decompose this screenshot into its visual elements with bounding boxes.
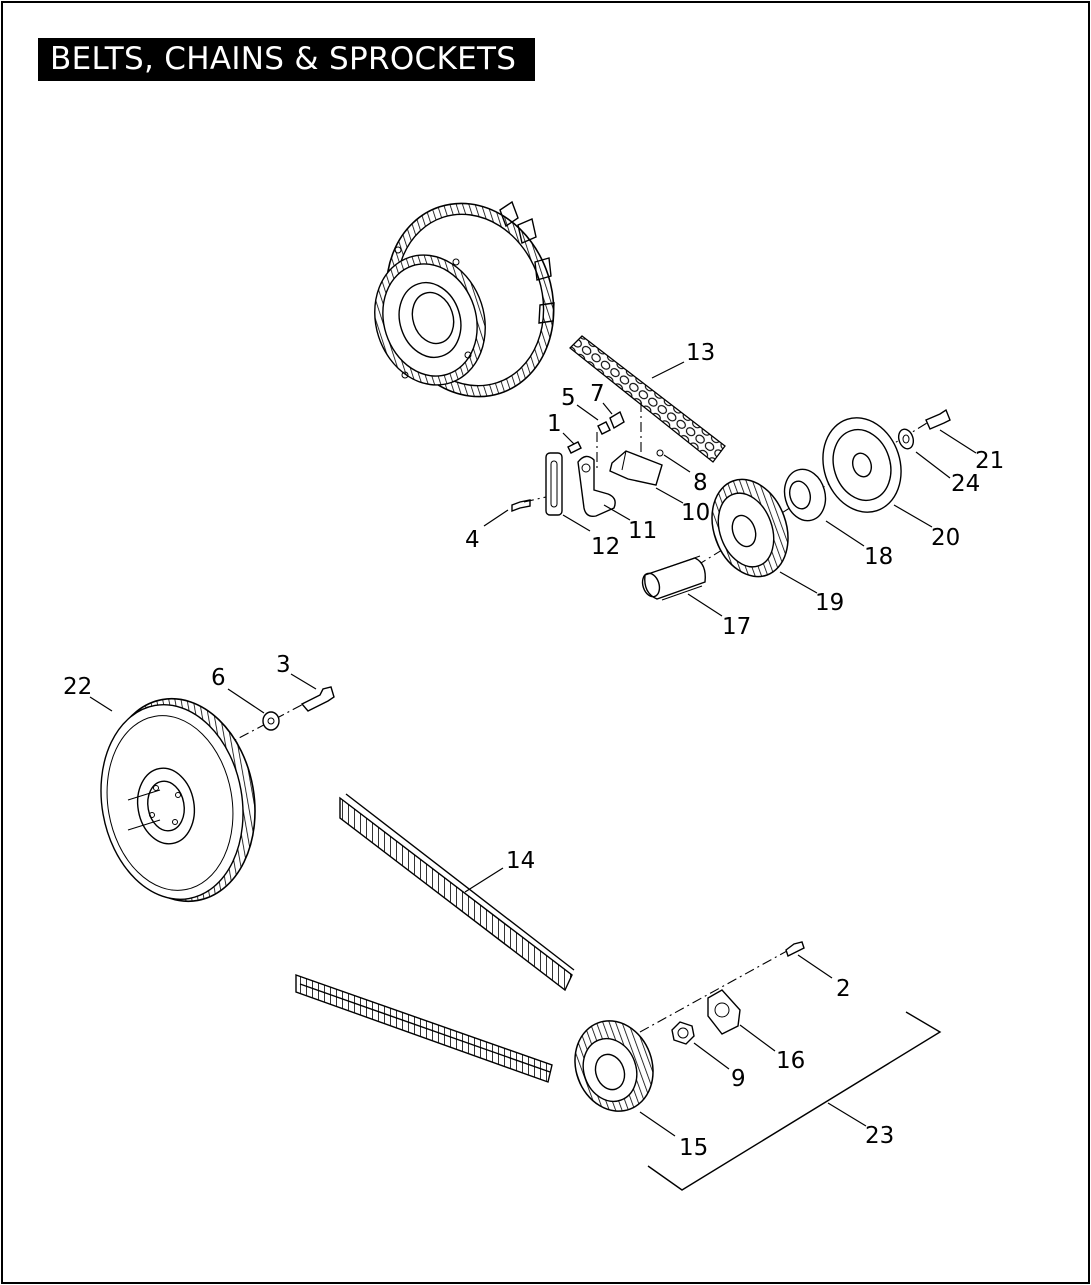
engine-sprocket-stack bbox=[641, 408, 951, 601]
callout-14: 14 bbox=[506, 848, 535, 874]
callout-12: 12 bbox=[591, 534, 620, 560]
title-banner: BELTS, CHAINS & SPROCKETS bbox=[38, 38, 535, 81]
callout-3: 3 bbox=[276, 652, 291, 678]
callout-4: 4 bbox=[465, 527, 480, 553]
transmission-sprocket-kit bbox=[574, 941, 942, 1191]
page-title: BELTS, CHAINS & SPROCKETS bbox=[50, 41, 517, 77]
callout-labels: 1 2 3 4 5 6 7 8 9 10 11 12 13 14 15 16 1… bbox=[63, 340, 1004, 1161]
callout-15: 15 bbox=[679, 1135, 708, 1161]
primary-chain bbox=[569, 335, 726, 463]
drive-belt bbox=[295, 793, 575, 1083]
callout-8: 8 bbox=[693, 470, 708, 496]
clutch-assembly bbox=[374, 200, 555, 398]
callout-10: 10 bbox=[681, 500, 710, 526]
callout-9: 9 bbox=[731, 1066, 746, 1092]
callout-21: 21 bbox=[975, 448, 1004, 474]
callout-19: 19 bbox=[815, 590, 844, 616]
chain-adjuster-hardware bbox=[511, 402, 664, 518]
callout-2: 2 bbox=[836, 976, 851, 1002]
callout-11: 11 bbox=[628, 518, 657, 544]
callout-20: 20 bbox=[931, 525, 960, 551]
callout-23: 23 bbox=[865, 1123, 894, 1149]
callout-17: 17 bbox=[722, 614, 751, 640]
callout-18: 18 bbox=[864, 544, 893, 570]
leader-lines bbox=[89, 361, 977, 1137]
callout-13: 13 bbox=[686, 340, 715, 366]
rear-belt-sprocket bbox=[100, 686, 335, 903]
callout-1: 1 bbox=[547, 411, 562, 437]
callout-5: 5 bbox=[561, 385, 576, 411]
callout-7: 7 bbox=[590, 381, 605, 407]
callout-16: 16 bbox=[776, 1048, 805, 1074]
callout-6: 6 bbox=[211, 665, 226, 691]
callout-22: 22 bbox=[63, 674, 92, 700]
callout-24: 24 bbox=[951, 471, 980, 497]
